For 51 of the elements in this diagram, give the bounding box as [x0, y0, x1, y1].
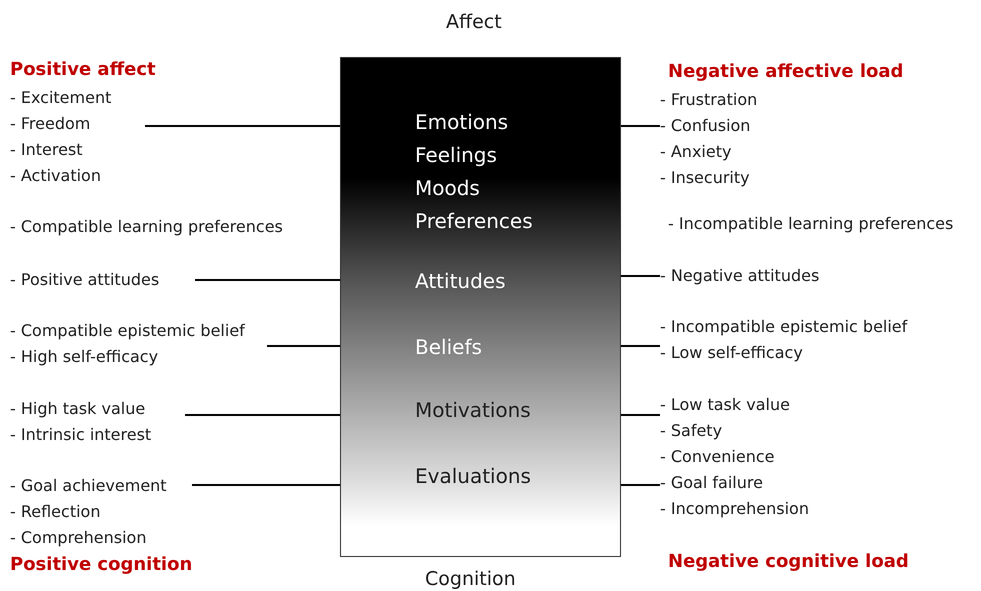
list-item: - Comprehension — [10, 528, 146, 548]
list-item: - Goal failure — [660, 473, 763, 493]
connector-line — [621, 414, 660, 416]
section-heading: Negative cognitive load — [668, 552, 909, 572]
concept-label: Emotions — [415, 110, 508, 134]
list-item: - Low task value — [660, 395, 790, 415]
connector-line — [145, 125, 340, 127]
list-item: - Reflection — [10, 502, 100, 522]
list-item: - Safety — [660, 421, 722, 441]
concept-label: Evaluations — [415, 464, 531, 488]
list-item: - Activation — [10, 166, 101, 186]
connector-line — [195, 279, 340, 281]
connector-line — [621, 275, 660, 277]
list-item: - Anxiety — [660, 142, 732, 162]
list-item: - Goal achievement — [10, 476, 167, 496]
list-item: - Negative attitudes — [660, 266, 820, 286]
concept-label: Motivations — [415, 398, 531, 422]
section-heading: Negative affective load — [668, 62, 904, 82]
list-item: - Incompatible learning preferences — [668, 214, 954, 234]
connector-line — [192, 484, 340, 486]
connector-line — [621, 345, 660, 347]
list-item: - Confusion — [660, 116, 750, 136]
axis-label: Affect — [446, 12, 502, 32]
connector-line — [267, 345, 340, 347]
list-item: - Convenience — [660, 447, 774, 467]
section-heading: Positive affect — [10, 60, 156, 80]
connector-line — [621, 125, 660, 127]
connector-line — [185, 414, 340, 416]
list-item: - High self-efficacy — [10, 347, 158, 367]
concept-label: Moods — [415, 176, 480, 200]
gradient-box — [340, 57, 621, 557]
concept-label: Preferences — [415, 209, 533, 233]
section-heading: Positive cognition — [10, 555, 192, 575]
list-item: - Compatible epistemic belief — [10, 321, 245, 341]
concept-label: Beliefs — [415, 335, 482, 359]
connector-line — [621, 484, 660, 486]
concept-label: Attitudes — [415, 269, 506, 293]
list-item: - Compatible learning preferences — [10, 217, 283, 237]
concept-label: Feelings — [415, 143, 497, 167]
list-item: - High task value — [10, 399, 146, 419]
list-item: - Interest — [10, 140, 83, 160]
list-item: - Low self-efficacy — [660, 343, 803, 363]
list-item: - Incomprehension — [660, 499, 809, 519]
list-item: - Positive attitudes — [10, 270, 160, 290]
list-item: - Excitement — [10, 88, 112, 108]
list-item: - Freedom — [10, 114, 90, 134]
list-item: - Frustration — [660, 90, 758, 110]
list-item: - Incompatible epistemic belief — [660, 317, 908, 337]
axis-label: Cognition — [425, 569, 516, 589]
list-item: - Intrinsic interest — [10, 425, 152, 445]
list-item: - Insecurity — [660, 168, 750, 188]
